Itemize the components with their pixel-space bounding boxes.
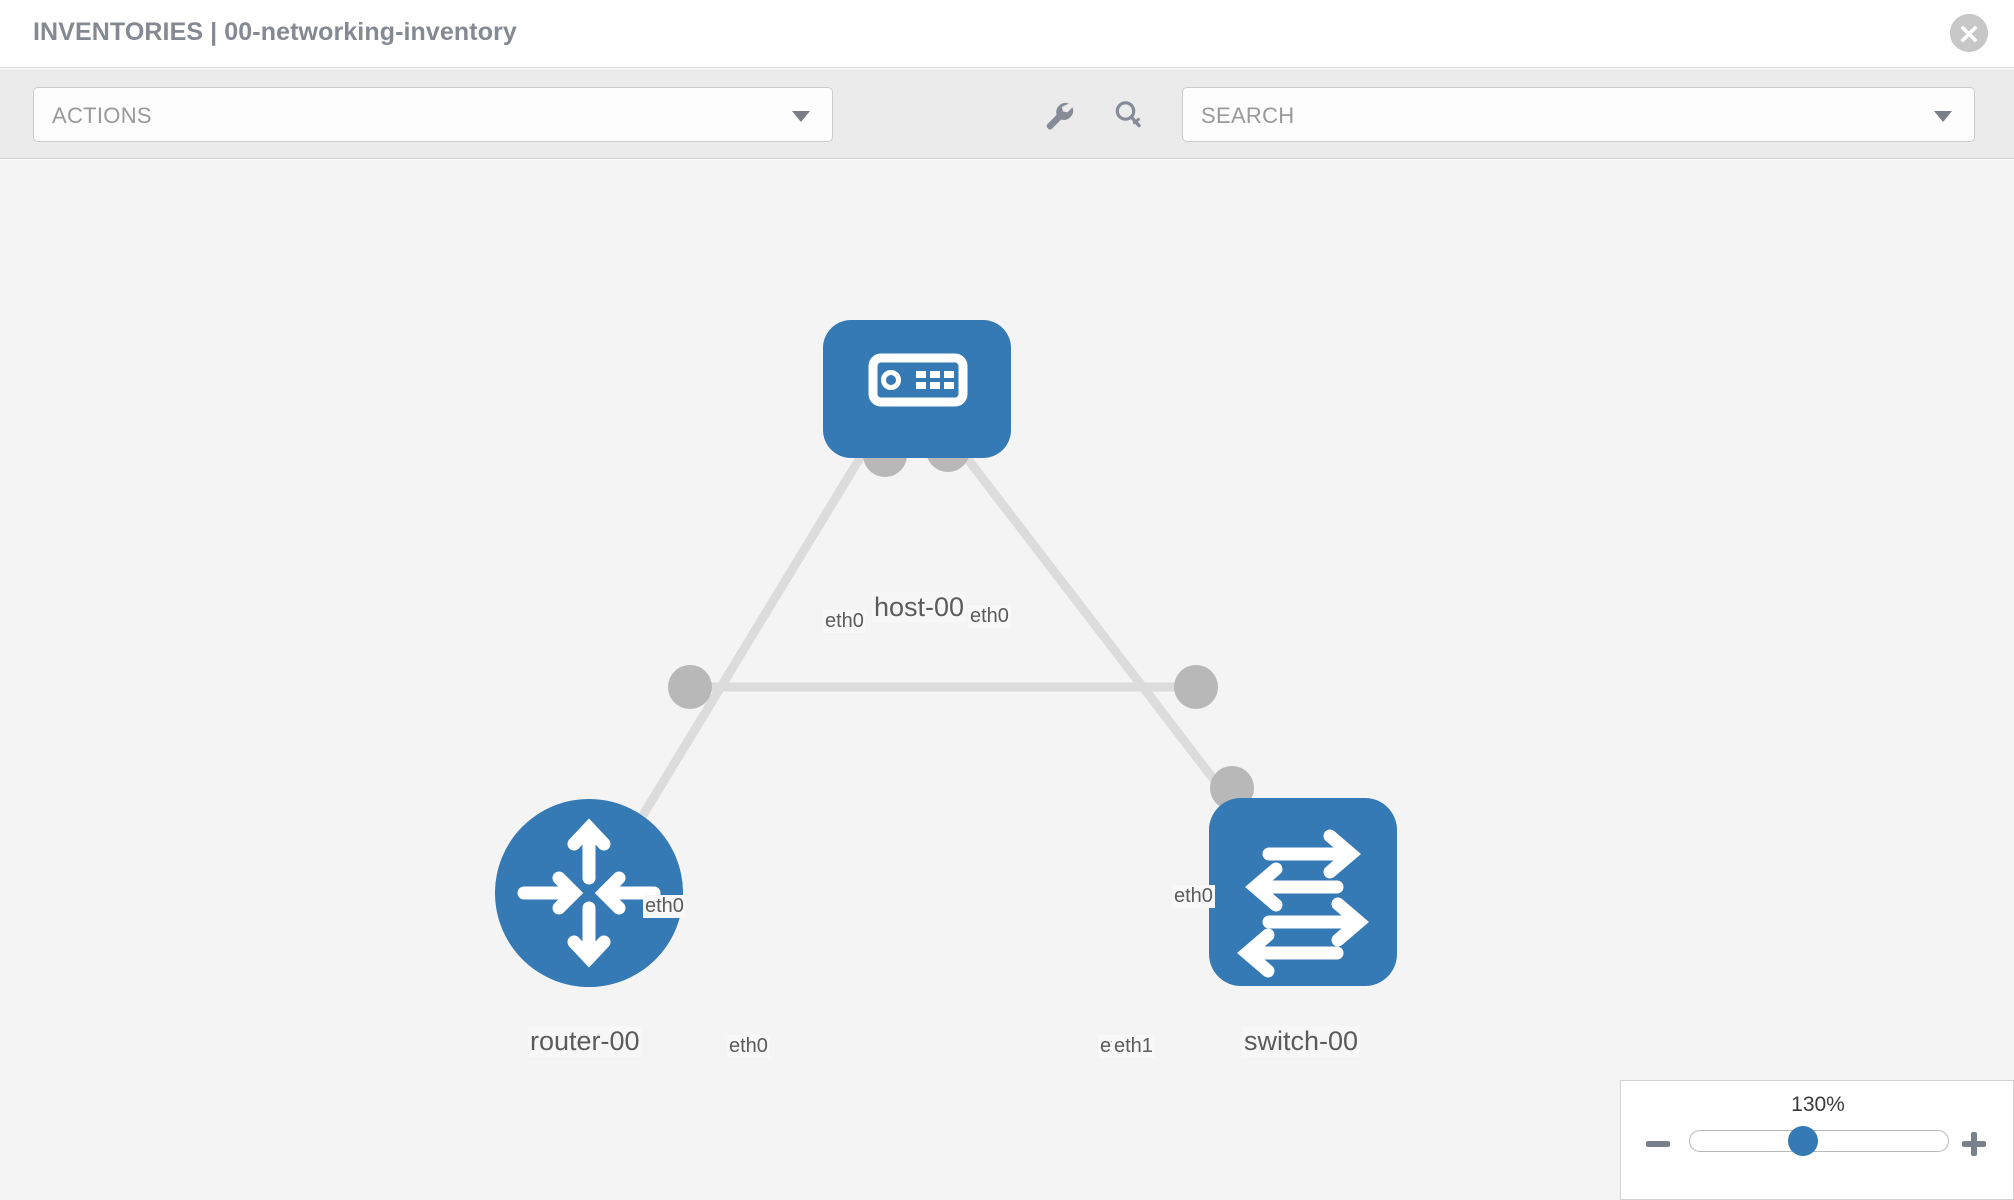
node-host-00 [823,320,1011,458]
chevron-down-icon [792,111,810,122]
switch-arrows-icon [1237,829,1369,978]
chevron-down-icon[interactable] [1934,111,1952,122]
connector-router00-right [668,665,712,709]
close-icon[interactable] [1950,14,1988,52]
actions-dropdown-label: ACTIONS [52,103,152,128]
node-label-host-00: host-00 [872,592,967,623]
node-label-switch-00: switch-00 [1242,1026,1361,1057]
topology-edges [636,420,1232,823]
minus-icon[interactable] [1643,1129,1673,1159]
page-title: INVENTORIES | 00-networking-inventory [33,18,517,46]
search-placeholder: SEARCH [1201,103,1295,128]
wrench-icon[interactable] [1039,95,1079,135]
iface-label-host00-left: eth0 [823,610,866,633]
router-arrows-icon [517,818,661,968]
zoom-control-panel: 130% [1620,1080,2014,1200]
zoom-slider-thumb[interactable] [1788,1126,1818,1156]
actions-dropdown[interactable]: ACTIONS [33,87,833,142]
search-input[interactable]: SEARCH [1182,87,1975,142]
iface-label-host00-right: eth0 [968,605,1011,628]
page-header: INVENTORIES | 00-networking-inventory [0,0,2014,68]
server-icon [868,353,968,407]
edge-host00-switch00 [936,420,1232,801]
node-router-00 [495,799,683,987]
node-label-router-00: router-00 [528,1026,642,1057]
toolbar: ACTIONS SEARCH [0,69,2014,159]
iface-label-router00-up: eth0 [643,895,686,918]
node-switch-00 [1209,798,1397,986]
iface-label-router00-right: eth0 [727,1035,770,1058]
zoom-level-value: 130% [1791,1093,1845,1116]
plus-icon[interactable] [1959,1129,1989,1159]
iface-label-switch00-left: eth1 [1112,1035,1155,1058]
topology-canvas[interactable]: host-00 router-00 switch-00 eth0 eth0 et… [0,160,2014,1200]
key-search-icon[interactable] [1107,95,1147,135]
iface-label-switch00-up: eth0 [1172,885,1215,908]
connector-switch00-left [1174,665,1218,709]
edge-host00-router00 [636,422,884,823]
zoom-slider-track[interactable] [1689,1130,1949,1152]
